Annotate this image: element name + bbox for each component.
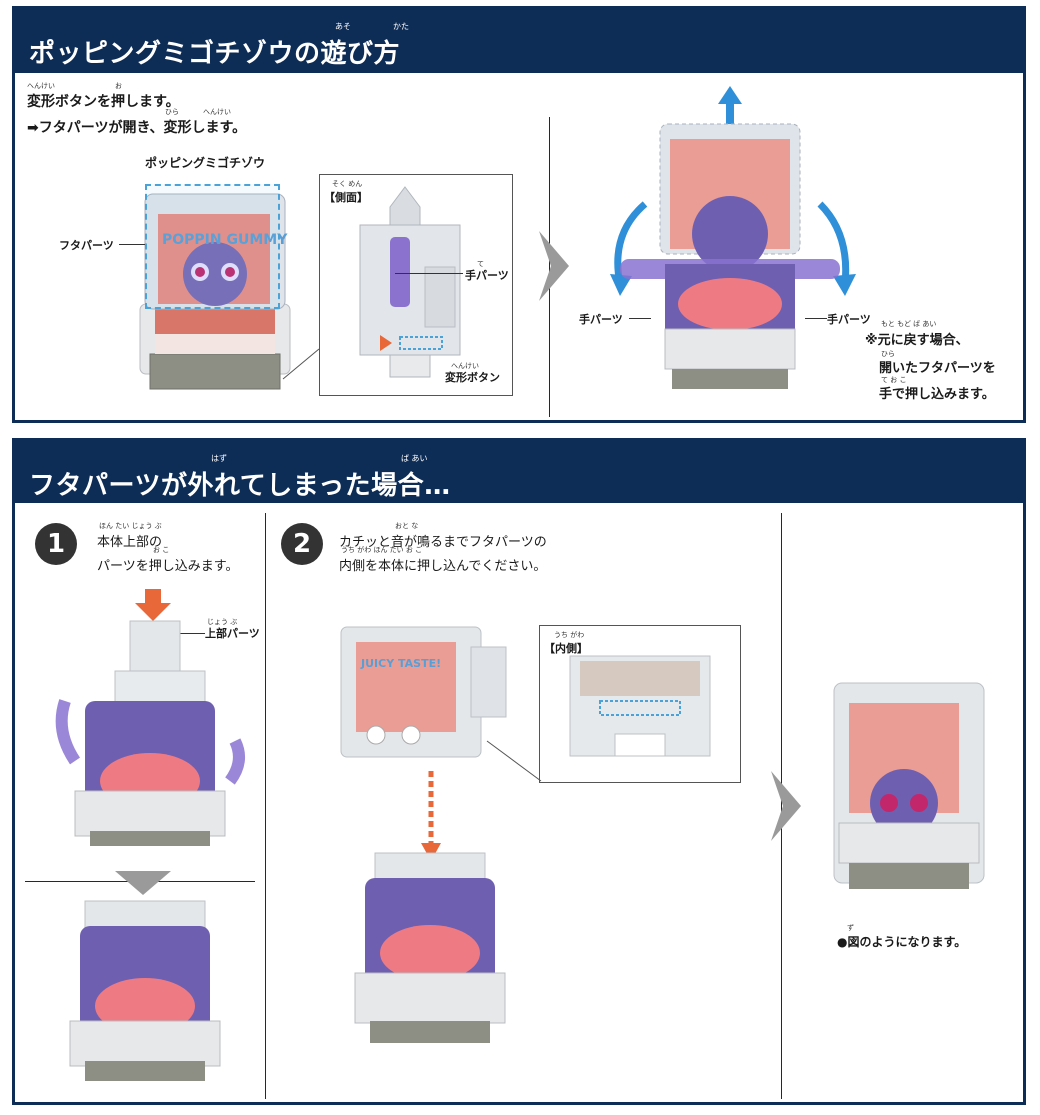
arrow-down-step1 xyxy=(115,871,171,895)
section2-title: フタパーツが外れてしまった場合… xyxy=(29,471,451,501)
page-title: ポッピングミゴチゾウの遊び方 xyxy=(29,39,401,69)
intro-ruby-1: へんけい xyxy=(27,82,55,90)
title2-ruby-2: ば あい xyxy=(401,454,428,463)
label-te-parts-side: 手パーツ xyxy=(465,269,509,282)
step1-ruby-2: お こ xyxy=(153,546,170,554)
inner-view-ruby: うち がわ xyxy=(554,631,585,639)
label-henkei-button: 変形ボタン xyxy=(445,371,500,384)
toy-logo-text: POPPIN GUMMY xyxy=(162,232,288,248)
section1-divider xyxy=(549,117,550,417)
insert-dotted-arrow xyxy=(421,771,441,861)
section2-divider-1 xyxy=(265,513,266,1099)
intro2-ruby-1: ひら xyxy=(165,108,179,116)
note-ruby-3: て お こ xyxy=(881,376,907,384)
result-figure xyxy=(833,682,985,889)
note-line-2: 開いたフタパーツを xyxy=(879,361,996,376)
title-ruby-2: かた xyxy=(393,22,409,31)
step-2-badge: 2 xyxy=(281,523,323,565)
title-ruby-1: あそ xyxy=(335,22,351,31)
intro-ruby-2: お xyxy=(115,82,122,90)
toy-figure-open xyxy=(610,86,856,389)
step2-ruby-2: うち がわ ほん たい お こ xyxy=(341,546,423,554)
press-down-arrow xyxy=(135,589,171,621)
note-line-1: ※元に戻す場合、 xyxy=(865,333,969,348)
section2-divider-2 xyxy=(781,513,782,1099)
inner-callout-connector xyxy=(486,740,542,782)
intro-line-2: ➡フタパーツが開き、変形します。 xyxy=(27,120,247,136)
henkei-ruby: へんけい xyxy=(451,362,479,370)
label-te-right-line xyxy=(805,318,827,319)
label-te-parts-left: 手パーツ xyxy=(579,313,623,326)
step1-ruby-1: ほん たい じょう ぶ xyxy=(99,522,162,530)
step1-line-1: 本体上部の xyxy=(97,535,163,550)
label-jobu-line xyxy=(165,633,205,634)
futa-parts-figure: JUICY TASTE! xyxy=(340,626,507,758)
step2-line-1: カチッと音が鳴るまでフタパーツの xyxy=(339,535,547,550)
intro2-ruby-2: へんけい xyxy=(203,108,231,116)
step2-line-2: 内側を本体に押し込んでください。 xyxy=(339,559,547,574)
section2-header: はず ば あい フタパーツが外れてしまった場合… xyxy=(15,441,1023,503)
arrow-next-2 xyxy=(771,771,801,841)
label-te-line xyxy=(395,273,463,274)
note-ruby-2: ひら xyxy=(881,350,895,358)
result-ruby: ず xyxy=(847,924,854,932)
callout-connector xyxy=(282,348,320,380)
note-ruby-1: もと もど ば あい xyxy=(881,320,937,328)
note-line-3: 手で押し込みます。 xyxy=(879,387,995,402)
step-1-badge: 1 xyxy=(35,523,77,565)
step1-figure-after xyxy=(69,900,221,1081)
section-reattach-instructions: はず ば あい フタパーツが外れてしまった場合… 1 ほん たい じょう ぶ 本… xyxy=(12,438,1026,1105)
result-caption: ●図のようになります。 xyxy=(837,935,967,949)
label-futa-parts: フタパーツ xyxy=(59,239,114,252)
futa-logo-text: JUICY TASTE! xyxy=(360,657,441,670)
futa-parts-highlight xyxy=(145,184,280,309)
section-header: あそ かた ポッピングミゴチゾウの遊び方 xyxy=(15,9,1023,73)
inner-view-figure xyxy=(569,655,711,757)
side-view-title: 【側面】 xyxy=(324,191,368,204)
figure-caption: ポッピングミゴチゾウ xyxy=(145,156,266,170)
title2-ruby-1: はず xyxy=(211,454,227,463)
label-te-left-line xyxy=(629,318,651,319)
step2-body-figure xyxy=(354,852,506,1043)
section-play-instructions: あそ かた ポッピングミゴチゾウの遊び方 へんけい お 変形ボタンを押します。 … xyxy=(12,6,1026,423)
step1-line-2: パーツを押し込みます。 xyxy=(97,559,239,574)
label-futa-line xyxy=(119,244,145,245)
side-view-box: そく めん 【側面】 xyxy=(319,174,513,396)
jobu-ruby: じょう ぶ xyxy=(207,618,238,626)
step1-figure-before xyxy=(55,620,245,846)
label-jobu-parts: 上部パーツ xyxy=(205,627,260,640)
side-view-figure xyxy=(359,186,461,378)
label-te-parts-right: 手パーツ xyxy=(827,313,871,326)
step2-ruby-1: おと な xyxy=(395,522,419,530)
arrow-next-1 xyxy=(539,231,569,301)
inner-view-box: うち がわ 【内側】 xyxy=(539,625,741,783)
inner-view-title: 【内側】 xyxy=(544,642,588,655)
te-parts-ruby: て xyxy=(477,260,484,268)
intro-line-1: 変形ボタンを押します。 xyxy=(27,94,180,110)
toy-figure-closed: POPPIN GUMMY xyxy=(139,193,291,390)
side-view-ruby: そく めん xyxy=(332,180,363,188)
